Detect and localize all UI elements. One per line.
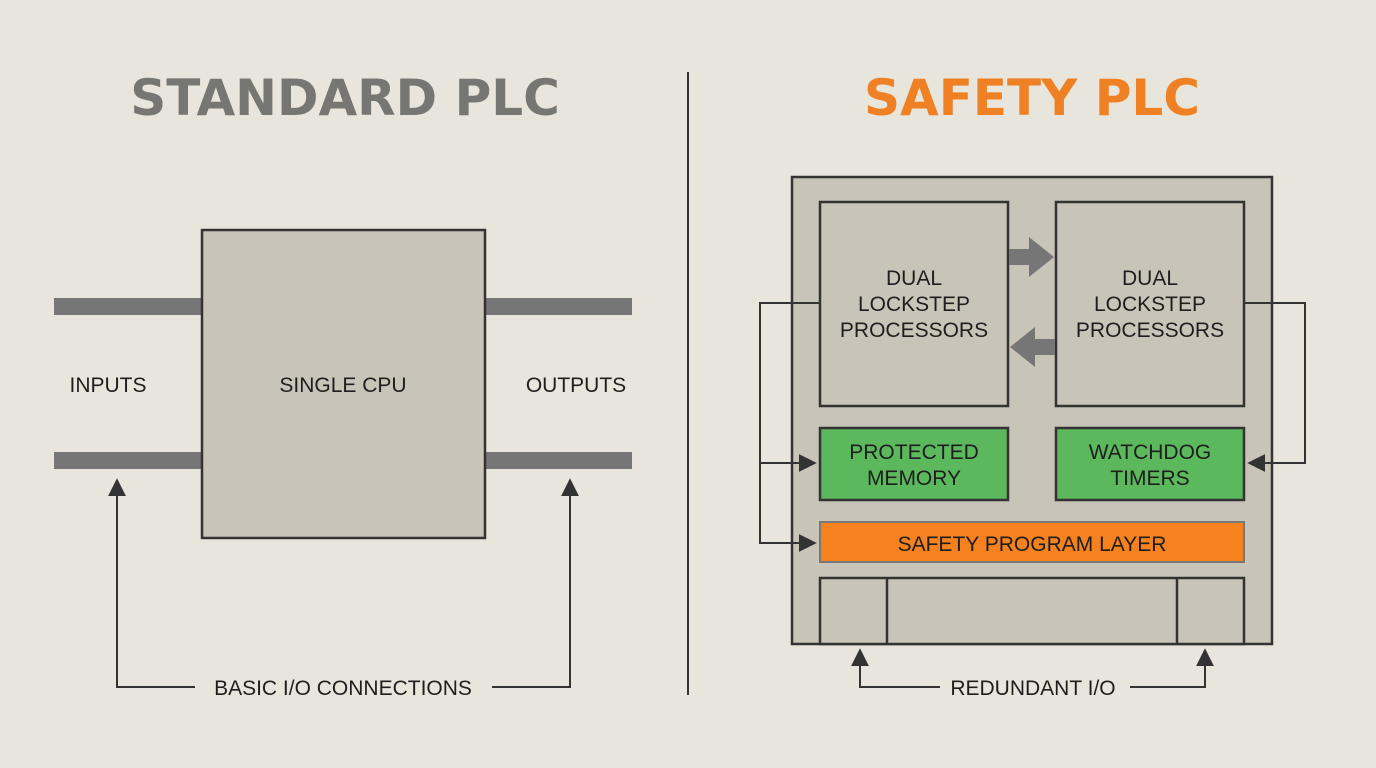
processor-to-safety-layer-wire [759, 463, 817, 552]
standard-plc-panel: STANDARD PLC SINGLE CPU INPUTS OUTPUTS B… [54, 69, 632, 700]
processor-b-line1: DUAL [1122, 267, 1178, 290]
input-arrow [108, 478, 195, 688]
standard-plc-title: STANDARD PLC [130, 69, 560, 127]
safety-plc-panel: SAFETY PLC DUAL LOCKSTEP PROCESSORS DUAL… [759, 69, 1306, 700]
basic-io-label: BASIC I/O CONNECTIONS [214, 677, 472, 700]
watchdog-line1: WATCHDOG [1089, 441, 1211, 464]
redundant-io-label: REDUNDANT I/O [950, 677, 1115, 700]
processor-b-line2: LOCKSTEP [1094, 293, 1206, 316]
protected-memory-box [818, 426, 1010, 502]
output-bus-top [484, 298, 632, 315]
input-bus-top [54, 298, 202, 315]
protected-memory-line1: PROTECTED [849, 441, 979, 464]
processor-a-line3: PROCESSORS [840, 319, 988, 342]
safety-program-layer-box [819, 521, 1245, 563]
redundant-io-arrow-left [851, 648, 940, 688]
protected-memory-line2: MEMORY [867, 467, 961, 490]
input-bus-bottom [54, 452, 202, 469]
redundant-io-arrow-right [1130, 648, 1214, 688]
outputs-label: OUTPUTS [526, 374, 626, 397]
single-cpu-box [200, 228, 487, 540]
processor-to-watchdog-wire [1244, 302, 1306, 472]
redundant-io-module [818, 576, 1246, 646]
single-cpu-label: SINGLE CPU [279, 374, 406, 397]
sync-arrow-right-icon [1009, 237, 1054, 277]
safety-plc-title: SAFETY PLC [864, 69, 1200, 127]
output-bus-bottom [484, 452, 632, 469]
output-arrow [492, 478, 579, 688]
watchdog-timers-box [1054, 426, 1246, 502]
processor-a-line2: LOCKSTEP [858, 293, 970, 316]
safety-program-layer-label: SAFETY PROGRAM LAYER [898, 533, 1167, 556]
inputs-label: INPUTS [69, 374, 146, 397]
processor-a-line1: DUAL [886, 267, 942, 290]
watchdog-line2: TIMERS [1110, 467, 1189, 490]
processor-a-box [818, 200, 1010, 408]
sync-arrow-left-icon [1010, 327, 1055, 367]
processor-to-memory-wire [759, 302, 820, 472]
processor-b-line3: PROCESSORS [1076, 319, 1224, 342]
